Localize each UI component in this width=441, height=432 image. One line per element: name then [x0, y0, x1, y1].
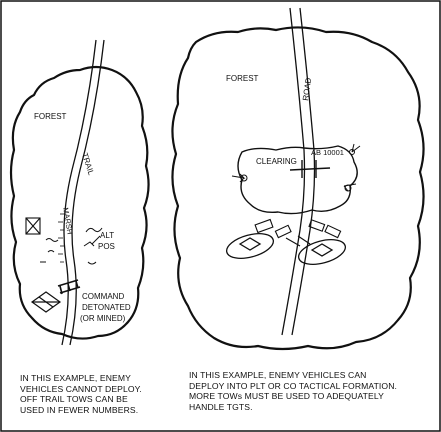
marsh-hatching: [58, 213, 64, 263]
right-caption-line-2: DEPLOY INTO PLT OR CO TACTICAL FORMATION…: [189, 380, 397, 391]
left-alt-label-1: ALT: [100, 231, 114, 240]
left-vehicle-symbol: [30, 291, 62, 313]
left-trail-label: TRAIL: [80, 152, 96, 177]
right-caption-line-3: MORE TOWs MUST BE USED TO ADEQUATELY: [189, 391, 384, 402]
left-trail-edge: [69, 39, 105, 346]
right-tow-positions: [231, 143, 361, 192]
grid-marker: [289, 160, 331, 178]
alt-pos-symbol: [83, 227, 103, 265]
left-command-label-3: (OR MINED): [80, 314, 126, 323]
right-forest-outline: [171, 26, 425, 351]
left-caption-line-2: VEHICLES CANNOT DEPLOY.: [20, 383, 142, 394]
right-road-label: ROAD: [301, 77, 313, 101]
right-caption-line-1: IN THIS EXAMPLE, ENEMY VEHICLES CAN: [189, 370, 367, 380]
right-road: [281, 7, 306, 336]
right-engagement-areas: [225, 233, 347, 265]
right-road-edge: [291, 7, 316, 336]
right-forest-label: FOREST: [226, 74, 259, 83]
left-forest-label: FOREST: [34, 112, 67, 121]
left-command-label-1: COMMAND: [82, 292, 124, 301]
grid-label: AB 10001: [311, 148, 344, 157]
left-caption-line-3: OFF TRAIL TOWS CAN BE: [20, 394, 128, 405]
left-alt-label-2: POS: [98, 242, 115, 251]
left-fighting-position: [40, 238, 59, 263]
left-trail: [61, 39, 97, 346]
left-forest-outline: [9, 65, 150, 340]
clearing-label: CLEARING: [256, 157, 297, 166]
left-command-label-2: DETONATED: [82, 303, 131, 312]
left-obstacle-box: [25, 217, 41, 235]
left-caption-line-1: IN THIS EXAMPLE, ENEMY: [20, 373, 131, 383]
right-vehicle-column: [254, 218, 342, 247]
right-caption-line-4: HANDLE TGTS.: [189, 401, 253, 412]
clearing-outline: [237, 145, 358, 215]
command-detonated-mines: [57, 279, 81, 295]
left-caption-line-4: USED IN FEWER NUMBERS.: [20, 404, 139, 415]
